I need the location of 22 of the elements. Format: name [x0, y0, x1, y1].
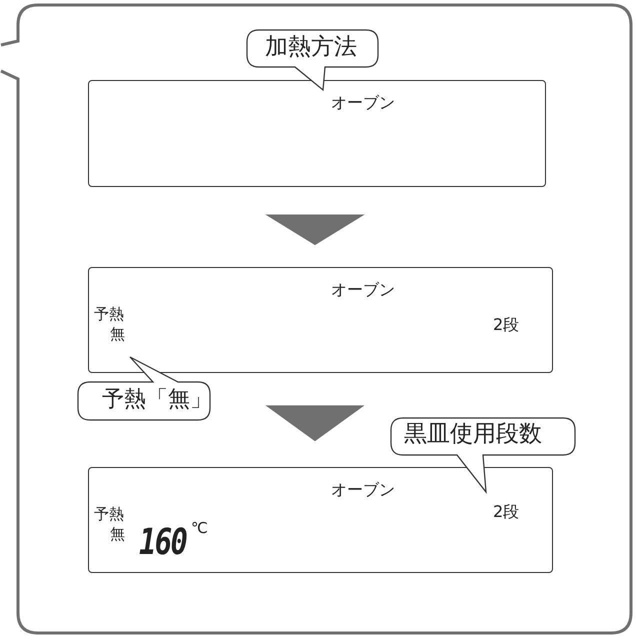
callout-label: 黒皿使用段数 — [404, 423, 542, 446]
callout-bubble — [247, 30, 378, 90]
display-text: オーブン — [331, 482, 395, 498]
display-text: オーブン — [331, 282, 395, 298]
display-text: 無 — [110, 527, 125, 542]
display-text: 予熱 — [94, 307, 124, 322]
display-text: 無 — [110, 327, 125, 342]
callout-label: 予熱「無」 — [102, 389, 212, 411]
speech-bubble-panel — [0, 3, 634, 635]
display-screen — [88, 80, 546, 187]
display-screen — [88, 467, 553, 573]
callout-bubble — [78, 357, 210, 420]
callout-label: 加熱方法 — [265, 36, 357, 59]
display-text: 予熱 — [94, 507, 124, 522]
temperature-digits: 160 — [139, 525, 186, 561]
display-text: 2段 — [493, 317, 520, 333]
temperature-unit: ℃ — [191, 521, 208, 536]
display-text: オーブン — [331, 95, 395, 111]
display-screen — [88, 267, 553, 373]
down-arrow — [265, 214, 365, 246]
display-text: 2段 — [493, 504, 520, 520]
down-arrow — [265, 405, 365, 442]
